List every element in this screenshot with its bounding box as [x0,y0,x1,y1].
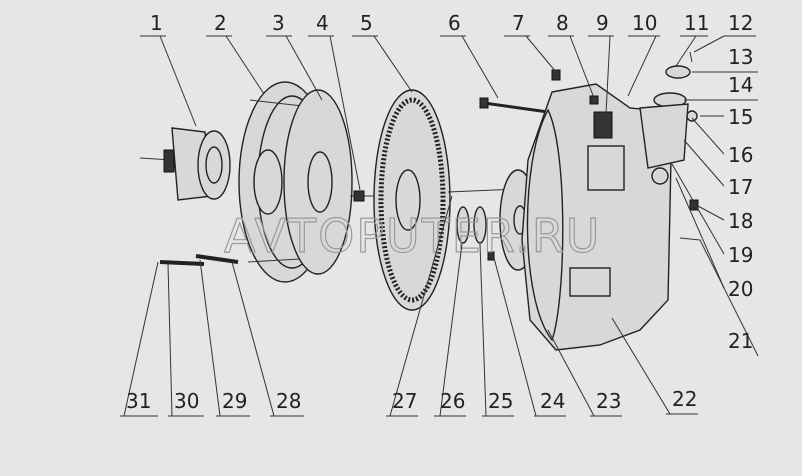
callout-3: 3 [272,11,285,35]
callout-10: 10 [632,11,657,35]
callout-31: 31 [126,389,151,413]
callout-5: 5 [360,11,373,35]
callout-23: 23 [596,389,621,413]
callout-9: 9 [596,11,609,35]
clutch-disc [283,89,353,275]
callouts-bottom: 22 23 24 25 26 27 28 29 30 31 [120,195,698,417]
callout-15: 15 [728,105,753,129]
callout-8: 8 [556,11,569,35]
studs [159,254,239,266]
callouts-top: 1 2 3 4 5 6 7 8 9 10 11 12 [140,11,756,191]
flywheel-housing [521,69,701,351]
long-bolt [479,97,549,114]
callout-12: 12 [728,11,753,35]
callout-13: 13 [728,45,753,69]
callout-7: 7 [512,11,525,35]
callout-20: 20 [728,277,753,301]
callout-24: 24 [540,389,565,413]
callout-19: 19 [728,243,753,267]
watermark-text: AVTOPUTER.RU [224,209,601,263]
callouts-right: 13 14 15 16 17 18 19 20 21 [671,45,759,357]
callout-30: 30 [174,389,199,413]
callout-4: 4 [316,11,329,35]
callout-17: 17 [728,175,753,199]
seal-rings [447,187,541,244]
callout-25: 25 [488,389,513,413]
callout-28: 28 [276,389,301,413]
top-bracket [639,51,698,169]
callout-29: 29 [222,389,247,413]
release-bearing [139,127,231,201]
callout-22: 22 [672,387,697,411]
callout-16: 16 [728,143,753,167]
callout-1: 1 [150,11,163,35]
callout-27: 27 [392,389,417,413]
flywheel [373,89,451,311]
callout-11: 11 [684,11,709,35]
callout-6: 6 [448,11,461,35]
callout-14: 14 [728,73,753,97]
callout-18: 18 [728,209,753,233]
callout-21: 21 [728,329,753,353]
callout-2: 2 [214,11,227,35]
callout-26: 26 [440,389,465,413]
